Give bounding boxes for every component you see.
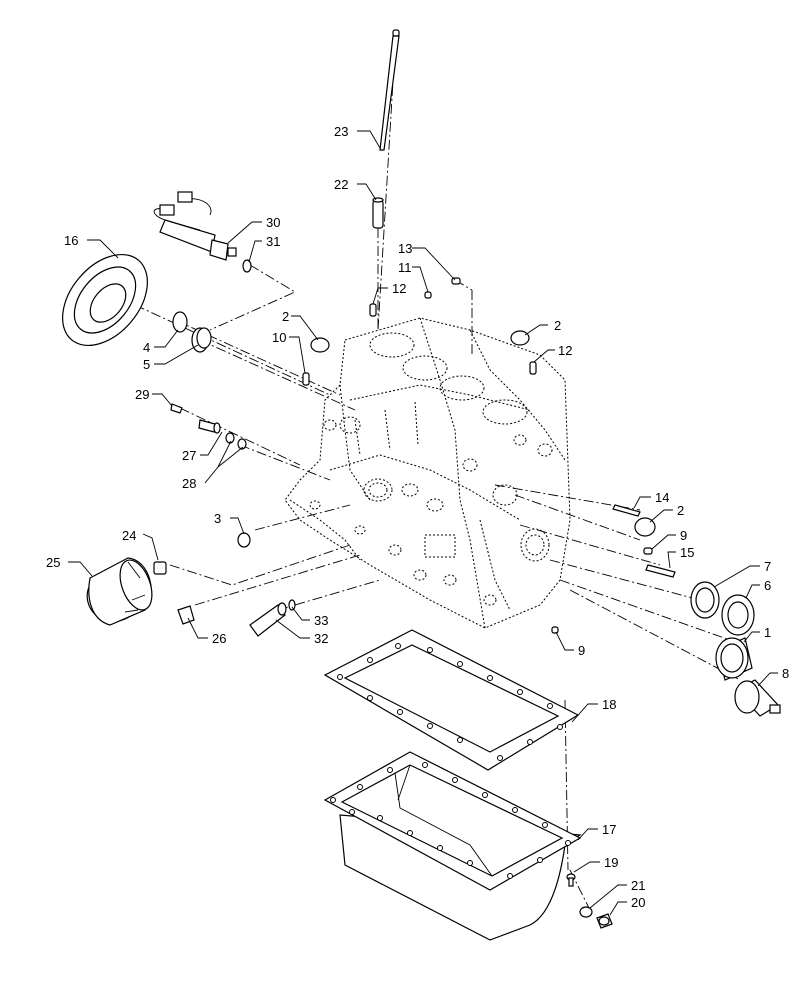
callout-4: 4 <box>143 340 150 355</box>
oil-pan-gasket <box>323 629 580 771</box>
callout-21: 21 <box>631 878 645 893</box>
core-plug-2c <box>634 517 656 537</box>
oil-filter <box>86 557 153 626</box>
callout-22: 22 <box>334 177 348 192</box>
callout-12b: 12 <box>558 343 572 358</box>
rear-oil-seal <box>62 253 148 347</box>
callout-31: 31 <box>266 234 280 249</box>
callout-19: 19 <box>604 855 618 870</box>
oil-pan <box>323 751 582 941</box>
callout-30: 30 <box>266 215 280 230</box>
callout-3: 3 <box>214 511 221 526</box>
callout-10: 10 <box>272 330 286 345</box>
callout-labels: 23 22 16 30 31 13 11 12 2 10 2 12 4 5 29… <box>46 124 789 910</box>
callout-14: 14 <box>655 490 669 505</box>
dowel-pin-12a <box>369 303 377 317</box>
bushing-1 <box>715 637 753 681</box>
callout-20: 20 <box>631 895 645 910</box>
callout-28: 28 <box>182 476 196 491</box>
callout-18: 18 <box>602 697 616 712</box>
callout-17: 17 <box>602 822 616 837</box>
callout-12a: 12 <box>392 281 406 296</box>
callout-32: 32 <box>314 631 328 646</box>
idler-shaft <box>734 679 781 717</box>
dowel-pin-13 <box>451 277 461 285</box>
dipstick-rod <box>379 29 400 151</box>
washer-33 <box>288 599 296 611</box>
callout-2b: 2 <box>554 318 561 333</box>
core-plug-2b <box>510 330 530 346</box>
oil-pressure-switch <box>153 191 237 261</box>
plug-4 <box>172 311 188 333</box>
sealing-washer <box>242 259 252 273</box>
dowel-pin-10 <box>302 372 310 386</box>
dowel-pin-12b <box>529 361 537 375</box>
leader-lines <box>68 130 778 916</box>
callout-9b: 9 <box>578 643 585 658</box>
dowel-pin-11 <box>424 291 432 299</box>
needle-bearing <box>191 327 212 353</box>
seal-ring-3 <box>237 532 251 548</box>
bushing-6 <box>721 594 755 636</box>
core-plug-2a <box>310 337 330 353</box>
callout-33: 33 <box>314 613 328 628</box>
callout-29: 29 <box>135 387 149 402</box>
callout-27: 27 <box>182 448 196 463</box>
callout-15: 15 <box>680 545 694 560</box>
pin-9b <box>551 626 559 634</box>
callout-6: 6 <box>764 578 771 593</box>
stud-15 <box>645 564 676 578</box>
callout-2a: 2 <box>282 309 289 324</box>
callout-11: 11 <box>398 260 412 275</box>
callout-1: 1 <box>764 625 771 640</box>
callout-9a: 9 <box>680 528 687 543</box>
dipstick-tube <box>372 197 384 229</box>
callout-2c: 2 <box>677 503 684 518</box>
callout-26: 26 <box>212 631 226 646</box>
callout-25: 25 <box>46 555 60 570</box>
pan-bolt <box>566 873 576 887</box>
oil-nozzle <box>170 403 183 414</box>
callout-8: 8 <box>782 666 789 681</box>
callout-5: 5 <box>143 357 150 372</box>
pan-drain-plug <box>596 913 613 929</box>
bushing-7 <box>690 581 720 619</box>
drain-plug-26 <box>177 605 195 625</box>
callout-16: 16 <box>64 233 78 248</box>
callout-13: 13 <box>398 241 412 256</box>
callout-7: 7 <box>764 559 771 574</box>
callout-23: 23 <box>334 124 348 139</box>
drain-washer <box>579 906 593 918</box>
stud-14 <box>612 504 641 517</box>
pin-9a <box>643 547 653 555</box>
filter-nipple <box>153 561 167 575</box>
callout-24: 24 <box>122 528 136 543</box>
engine-block <box>284 317 571 629</box>
relief-valve <box>249 602 287 637</box>
oil-jet-fittings <box>198 419 247 450</box>
